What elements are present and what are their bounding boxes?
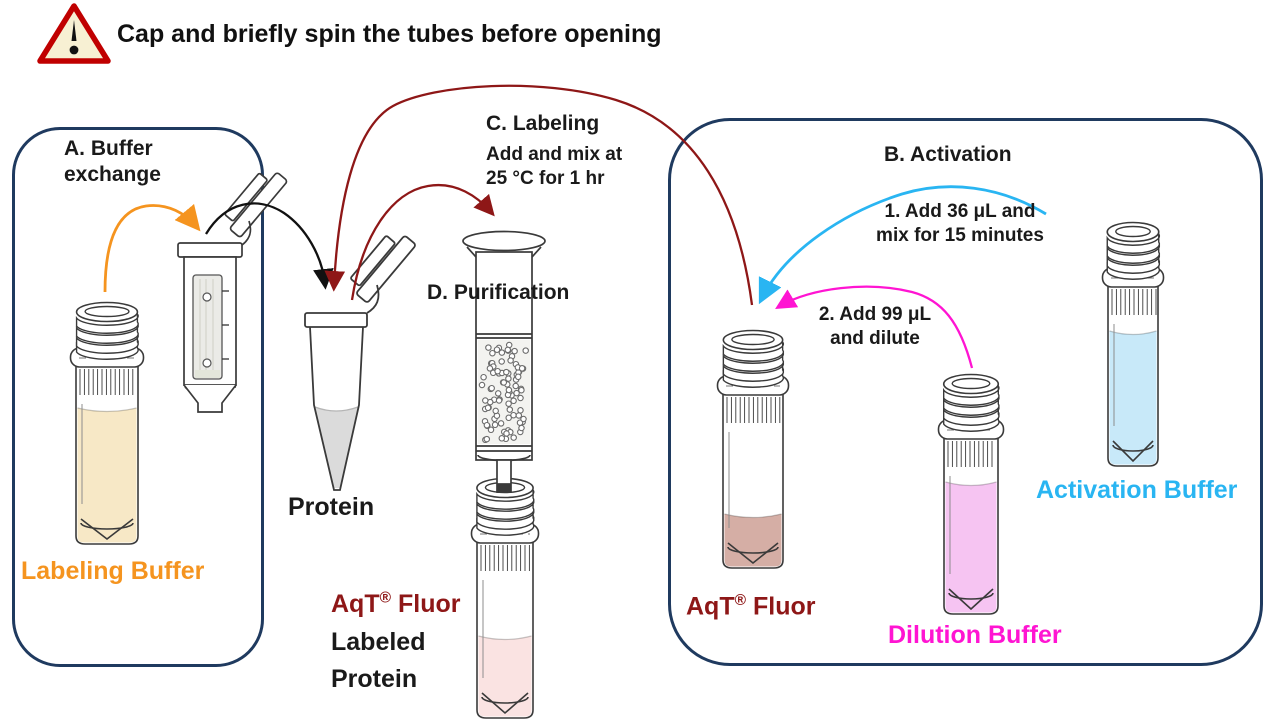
product-label-line2: Labeled: [331, 627, 426, 656]
section-b-title: B. Activation: [884, 143, 1012, 166]
step1-line2: mix for 15 minutes: [876, 224, 1044, 246]
warning-text: Cap and briefly spin the tubes before op…: [117, 20, 662, 48]
open-lid-icon: [224, 172, 288, 238]
step1-line1: 1. Add 36 μL and: [884, 201, 1036, 222]
protein-label: Protein: [288, 493, 375, 521]
section-a-title: A. Buffer exchange: [64, 136, 161, 189]
condition-line1: Add and mix at: [486, 144, 623, 165]
section-a-box: [12, 127, 264, 667]
spin-column-tube: [177, 172, 288, 413]
product-label-line3: Protein: [331, 665, 418, 693]
step2-line1: 2. Add 99 μL: [818, 304, 932, 325]
protein-tube: [304, 235, 416, 491]
section-b-box: [668, 118, 1263, 666]
activation-buffer-tube: [1101, 221, 1165, 467]
dilution-buffer-tube: [937, 373, 1005, 615]
dilution-buffer-label: Dilution Buffer: [888, 621, 1062, 649]
product-label-line1: AqT® Fluor: [331, 589, 461, 618]
section-c-condition: Add and mix at 25 °C for 1 hr: [486, 143, 622, 191]
warning-triangle-icon: [37, 3, 111, 64]
labeling-buffer-tube: [69, 301, 145, 545]
section-d-title: D. Purification: [427, 281, 570, 304]
resin-beads: [478, 341, 529, 444]
product-label: AqT® Fluor Labeled Protein: [331, 586, 460, 699]
section-c-title: C. Labeling: [486, 112, 600, 135]
step1-instruction: 1. Add 36 μL and mix for 15 minutes: [845, 200, 1075, 248]
labeled-protein-tube: [470, 477, 540, 719]
step2-instruction: 2. Add 99 μL and dilute: [795, 303, 955, 351]
step2-line2: and dilute: [830, 327, 920, 349]
fluor-tube-label: AqT® Fluor: [686, 592, 816, 621]
activation-buffer-label: Activation Buffer: [1036, 476, 1238, 504]
open-lid-icon: [350, 235, 416, 303]
purification-column: [462, 230, 546, 493]
condition-line2: 25 °C for 1 hr: [486, 167, 605, 189]
labeling-buffer-label: Labeling Buffer: [21, 557, 205, 585]
aqt-fluor-tube: [716, 329, 790, 569]
section-a-title-line2: exchange: [64, 163, 161, 187]
section-a-title-line1: A. Buffer: [64, 137, 153, 160]
